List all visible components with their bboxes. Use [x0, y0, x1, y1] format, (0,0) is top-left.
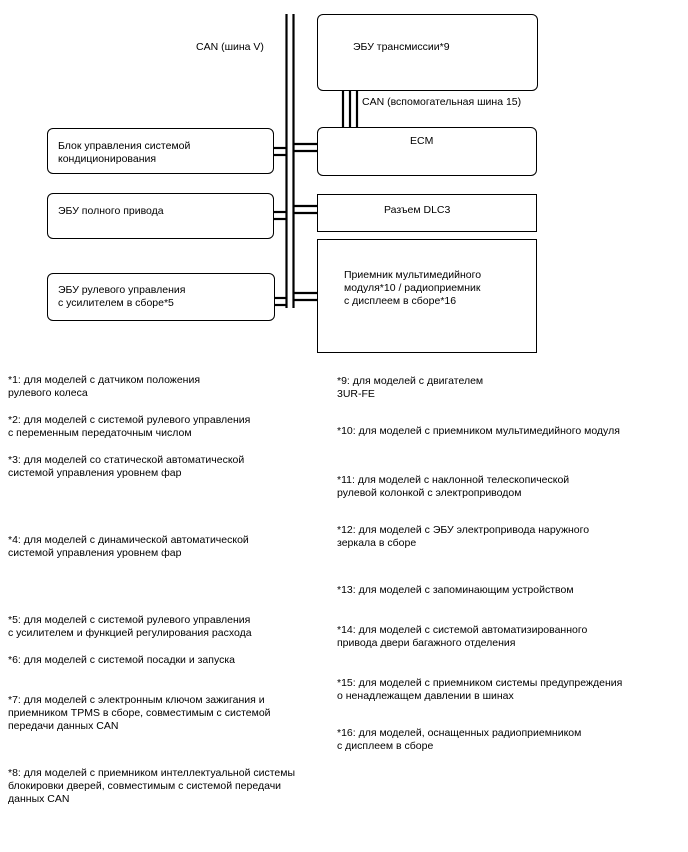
- footnote-12: *12: для моделей с ЭБУ электропривода на…: [337, 524, 590, 549]
- multimedia-receiver-box: Приемник мультимедийного модуля*10 / рад…: [317, 239, 537, 353]
- footnote-6: *6: для моделей с системой посадки и зап…: [8, 654, 236, 666]
- footnote-3: *3: для моделей со статической автоматич…: [8, 454, 245, 479]
- footnote-16: *16: для моделей, оснащенных радиоприемн…: [337, 727, 582, 752]
- footnote-1: *1: для моделей с датчиком положения рул…: [8, 374, 201, 399]
- transmission-ecu-box: ЭБУ трансмиссии*9: [317, 14, 538, 91]
- footnote-4: *4: для моделей с динамической автоматич…: [8, 534, 249, 559]
- footnote-2: *2: для моделей с системой рулевого упра…: [8, 414, 251, 439]
- footnote-13: *13: для моделей с запоминающим устройст…: [337, 584, 574, 596]
- footnote-10: *10: для моделей с приемником мультимеди…: [337, 425, 620, 437]
- ecm-box: ECM: [317, 127, 537, 176]
- footnote-5: *5: для моделей с системой рулевого упра…: [8, 614, 252, 639]
- can-bus-v-label: CAN (шина V): [196, 41, 264, 53]
- can-bus-wiring: [273, 14, 359, 308]
- footnote-9: *9: для моделей с двигателем 3UR-FE: [337, 375, 484, 400]
- footnote-7: *7: для моделей с электронным ключом заж…: [8, 694, 271, 732]
- power-steering-ecu-box: ЭБУ рулевого управления с усилителем в с…: [47, 273, 275, 321]
- ac-control-box: Блок управления системой кондиционирован…: [47, 128, 274, 174]
- footnote-11: *11: для моделей с наклонной телескопиче…: [337, 474, 570, 499]
- awd-ecu-label: ЭБУ полного привода: [58, 205, 164, 217]
- ac-control-label: Блок управления системой кондиционирован…: [58, 140, 191, 165]
- multimedia-receiver-label: Приемник мультимедийного модуля*10 / рад…: [344, 269, 482, 307]
- transmission-ecu-label: ЭБУ трансмиссии*9: [353, 41, 450, 53]
- dlc3-connector-label: Разъем DLC3: [384, 204, 451, 216]
- power-steering-ecu-label: ЭБУ рулевого управления с усилителем в с…: [58, 284, 186, 309]
- ecm-label: ECM: [410, 135, 434, 147]
- footnote-8: *8: для моделей с приемником интеллектуа…: [8, 767, 296, 805]
- dlc3-connector-box: Разъем DLC3: [317, 194, 537, 232]
- awd-ecu-box: ЭБУ полного привода: [47, 193, 274, 239]
- footnote-15: *15: для моделей с приемником системы пр…: [337, 677, 623, 702]
- can-sub-bus-15-label: CAN (вспомогательная шина 15): [362, 96, 522, 108]
- footnote-14: *14: для моделей с системой автоматизиро…: [337, 624, 588, 649]
